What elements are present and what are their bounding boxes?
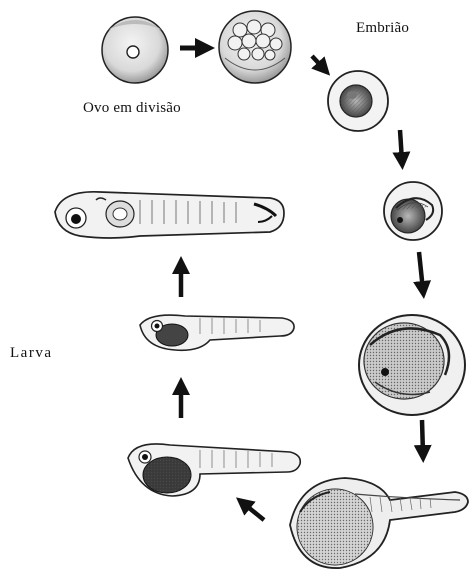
hatching-embryo: [290, 478, 468, 568]
label-divided-egg: Ovo em divisão: [83, 100, 181, 117]
arrow-down-3: [422, 420, 423, 454]
larva-late: [55, 192, 284, 238]
arrow-diagonal-2: [243, 503, 264, 520]
arrow-down-2: [419, 252, 423, 290]
arrow-diagonal-1: [312, 56, 324, 69]
embryo-mid: [384, 182, 442, 240]
egg-single-cell: [102, 17, 168, 83]
embryo-late: [359, 315, 465, 415]
label-embryo: Embrião: [356, 20, 409, 37]
label-larva: Larva: [10, 345, 52, 362]
egg-cleavage: [219, 11, 291, 83]
arrow-down-1: [400, 130, 402, 161]
embryo-early: [328, 71, 388, 131]
larva-mid: [140, 315, 294, 350]
larva-early: [128, 444, 300, 496]
